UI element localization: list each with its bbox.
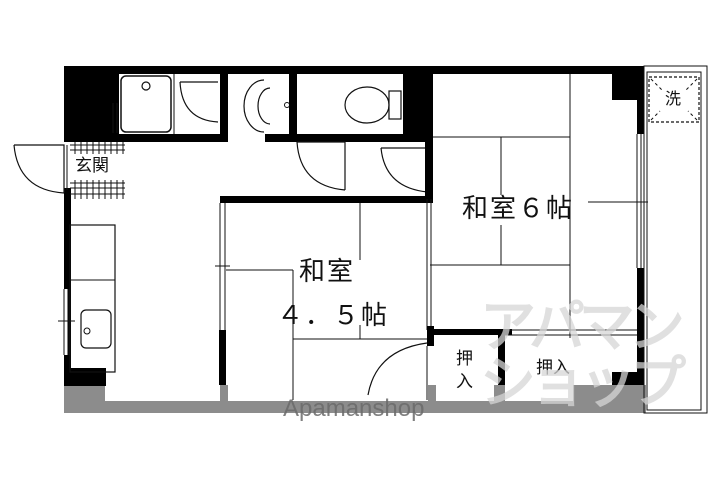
label-oshiire-small-line1: 押: [456, 349, 473, 369]
wall-room45-top: [220, 196, 433, 203]
label-oshiire-small-line2: 入: [456, 372, 473, 392]
wall-left: [64, 188, 71, 383]
tatami-lines-6: [430, 74, 648, 338]
watermark-text: Apamanshop: [283, 395, 425, 422]
balcony: [643, 65, 708, 414]
room45-door: [367, 342, 428, 396]
wall-top: [64, 66, 644, 74]
label-washitsu-6: 和室６帖: [462, 194, 575, 224]
toilet: [344, 86, 390, 124]
tatami-lines-45: [226, 203, 427, 400]
wash-basin: [243, 79, 265, 133]
kitchen-counter: [69, 224, 116, 373]
wall-block-topleft: [64, 66, 119, 142]
entrance-door: [13, 144, 65, 194]
label-genkan: 玄関: [75, 156, 109, 176]
unit-bath: [120, 75, 172, 133]
label-washitsu-45-line1: 和室: [299, 257, 356, 287]
label-washitsu-45-line2: ４．５帖: [277, 301, 390, 331]
label-laundry: 洗: [665, 89, 682, 108]
watermark-kana: アパマンショップ: [480, 295, 686, 416]
washing-machine-space: [648, 76, 700, 123]
label-oshiire-large: 押入: [536, 358, 570, 378]
kitchen-sink: [80, 309, 112, 349]
